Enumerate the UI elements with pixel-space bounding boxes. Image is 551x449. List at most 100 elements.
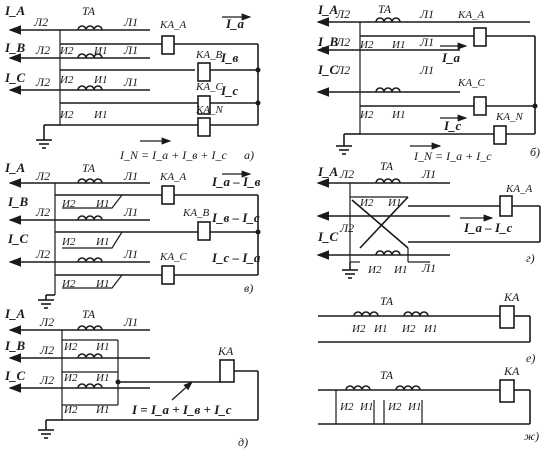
label-IC: I_C: [4, 70, 26, 85]
diagram-d: I_A I_B I_C Л2 TA Л1 Л2 Л2 И2 И1 И2 И1 И…: [4, 306, 259, 449]
label-I1: И1: [93, 74, 107, 86]
label-IA: I_A: [4, 3, 26, 18]
label-L2: Л2: [35, 75, 50, 89]
label-L2: Л2: [335, 7, 350, 21]
label-Ic: I_c: [220, 83, 239, 98]
label-L2: Л2: [39, 343, 54, 357]
label-Iv: I_в: [220, 50, 239, 65]
svg-text:I_B: I_B: [4, 40, 26, 55]
label-I2: И2: [63, 404, 78, 416]
label-TA: TA: [82, 307, 96, 321]
relay-v-KAB: [197, 221, 211, 241]
relay-b-KAA: [473, 27, 487, 47]
label-I1: И1: [93, 109, 107, 121]
label-I1: И1: [373, 323, 387, 335]
label-I2: И2: [339, 401, 354, 413]
diagram-a: I_A I_B I_C Л2 TA Л1 И2 И1 Л2 Л1 Л2 Л1 И…: [4, 3, 261, 162]
label-I2: И2: [61, 278, 76, 290]
label-KAC: KA_C: [159, 251, 188, 263]
relay-v-KAC: [161, 265, 175, 285]
relay-a-KAC: [197, 95, 211, 115]
label-KAA: KA_A: [159, 19, 187, 31]
label-L2: Л2: [39, 315, 54, 329]
caption-zh: ж): [524, 429, 539, 443]
label-KAN: KA_N: [195, 104, 224, 116]
caption-v: в): [244, 281, 253, 295]
label-L2: Л2: [39, 373, 54, 387]
label-L2: Л2: [35, 247, 50, 261]
relay-e-KA: [499, 305, 515, 329]
label-I2: И2: [359, 197, 374, 209]
svg-text:I_C: I_C: [4, 70, 26, 85]
text-v-r3: I_c – I_a: [211, 250, 261, 265]
text-v-r1: I_a – I_в: [211, 174, 261, 189]
label-I1: И1: [423, 323, 437, 335]
label-TA: TA: [380, 368, 394, 382]
relay-g-KAA: [499, 195, 513, 217]
caption-a: а): [244, 148, 254, 162]
label-I2: И2: [359, 39, 374, 51]
diagram-g: I_A I_C Л2 TA Л1 И2 И1 Л2 И2 И1 Л1 KA_A …: [316, 159, 541, 279]
caption-b: б): [530, 145, 540, 159]
caption-g: г): [526, 251, 535, 265]
label-I2: И2: [61, 198, 76, 210]
label-I2: И2: [401, 323, 416, 335]
label-I2: И2: [63, 341, 78, 353]
label-I2: И2: [367, 264, 382, 276]
relay-d-KA: [219, 359, 235, 383]
relay-v-KAA: [161, 185, 175, 205]
label-I2: И2: [59, 109, 74, 121]
label-Ia: I_a: [225, 16, 245, 31]
label-I1: И1: [95, 236, 109, 248]
label-TA: TA: [82, 161, 96, 175]
label-Ia: I_a: [441, 50, 461, 65]
label-I2: И2: [61, 236, 76, 248]
label-IB: I_B: [317, 34, 339, 49]
label-IB: I_B: [4, 338, 26, 353]
label-L1: Л1: [419, 63, 434, 77]
label-I1: И1: [95, 278, 109, 290]
diagram-zh: TA И2 И1 И2 И1 KA ж): [318, 364, 539, 443]
relay-b-KAC: [473, 96, 487, 116]
label-I2: И2: [59, 74, 74, 86]
relay-a-KAN: [197, 117, 211, 137]
text-a-IN: I_N = I_a + I_в + I_c: [119, 148, 227, 162]
label-Ic: I_c: [443, 118, 462, 133]
label-KAC: KA_C: [457, 77, 486, 89]
text-b-IN: I_N = I_a + I_c: [413, 149, 492, 163]
label-KAN: KA_N: [495, 111, 524, 123]
relay-a-KAA: [161, 35, 175, 55]
label-L2: Л2: [335, 63, 350, 77]
label-L2: Л2: [339, 167, 354, 181]
label-IC: I_C: [317, 229, 339, 244]
label-KAB: KA_B: [195, 49, 223, 61]
label-L1: Л1: [123, 205, 138, 219]
label-KA: KA: [217, 344, 234, 358]
label-I1: И1: [407, 401, 421, 413]
label-IA: I_A: [4, 306, 26, 321]
label-I1: И1: [95, 372, 109, 384]
label-L1: Л1: [421, 167, 436, 181]
label-I2: И2: [59, 45, 74, 57]
label-KAA: KA_A: [159, 171, 187, 183]
label-I1: И1: [95, 341, 109, 353]
label-I1: И1: [95, 198, 109, 210]
label-I1: И1: [387, 197, 401, 209]
label-L1: Л1: [123, 315, 138, 329]
label-I1: И1: [359, 401, 373, 413]
diagram-b: I_A I_B I_C Л2 TA Л1 И2 И1 Л2 Л1 Л2 Л1 И…: [316, 2, 540, 163]
label-L1: Л1: [419, 7, 434, 21]
label-TA: TA: [378, 2, 392, 16]
label-L1: Л1: [123, 169, 138, 183]
label-TA: TA: [82, 4, 96, 18]
label-L2: Л2: [35, 205, 50, 219]
label-I1: И1: [95, 404, 109, 416]
caption-e: е): [526, 351, 535, 365]
label-L2: Л2: [35, 43, 50, 57]
label-IC: I_C: [7, 231, 29, 246]
relay-a-KAB: [197, 62, 211, 82]
label-I1: И1: [93, 45, 107, 57]
diagram-v: I_A I_B I_C Л2 TA Л1 Л2 Л1 Л2 Л1 И2 И1 И…: [4, 160, 261, 309]
label-I2: И2: [63, 372, 78, 384]
